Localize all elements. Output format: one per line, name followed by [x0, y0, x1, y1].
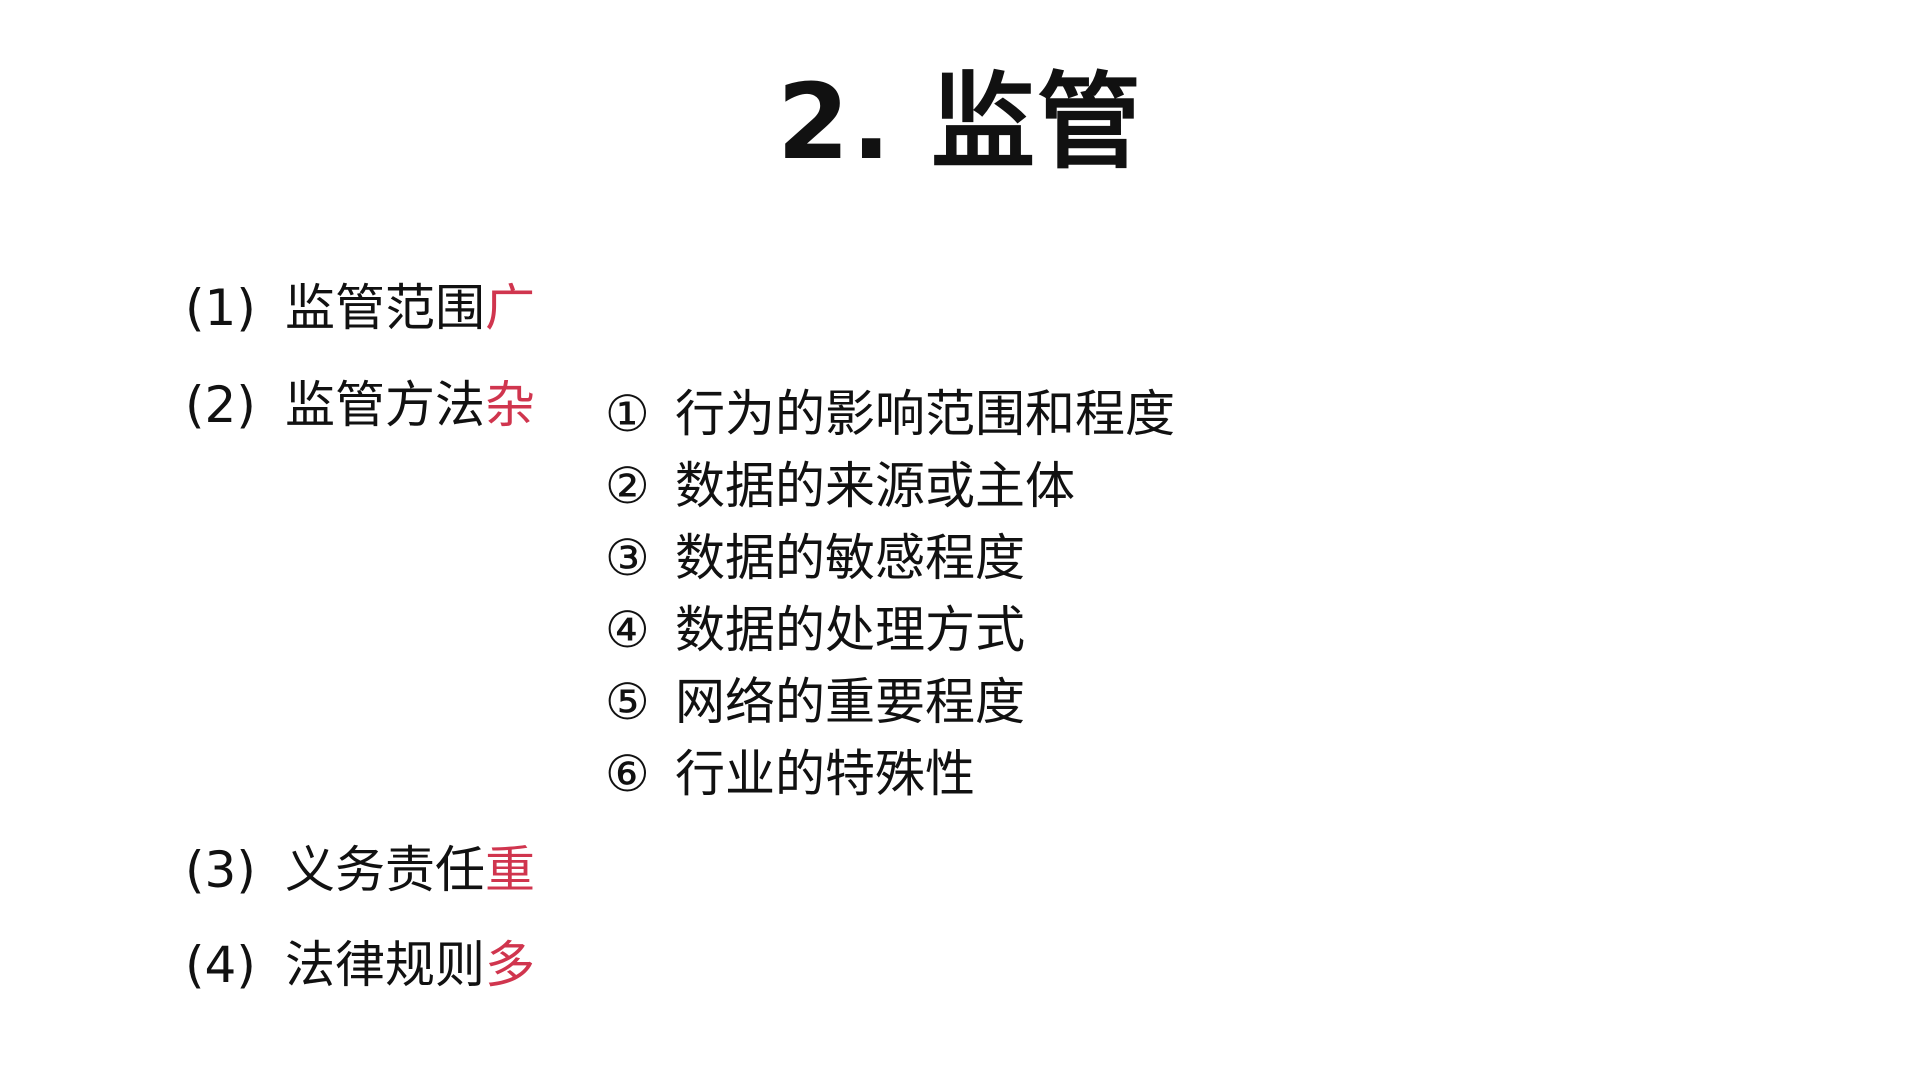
point-2-number: (2)	[185, 376, 256, 434]
slide-title: 2. 监管	[776, 61, 1144, 183]
point-1: (1)监管范围广	[185, 283, 535, 333]
point-1-text: 监管范围	[285, 279, 485, 337]
method-marker: ⑥	[605, 745, 650, 803]
method-item: ③ 数据的敏感程度	[605, 522, 1175, 594]
method-item: ⑤ 网络的重要程度	[605, 666, 1175, 738]
method-item: ① 行为的影响范围和程度	[605, 378, 1175, 450]
method-item: ② 数据的来源或主体	[605, 450, 1175, 522]
point-1-number: (1)	[185, 279, 256, 337]
method-text: 行业的特殊性	[675, 745, 975, 803]
point-3-text: 义务责任	[285, 841, 485, 899]
point-4: (4)法律规则多	[185, 940, 535, 990]
method-marker: ⑤	[605, 673, 650, 731]
point-4-emphasis: 多	[485, 936, 535, 994]
method-item: ④ 数据的处理方式	[605, 594, 1175, 666]
method-marker: ②	[605, 457, 650, 515]
method-text: 数据的敏感程度	[675, 529, 1025, 587]
point-1-emphasis: 广	[485, 279, 535, 337]
method-marker: ①	[605, 385, 650, 443]
point-3-emphasis: 重	[485, 841, 535, 899]
method-item: ⑥ 行业的特殊性	[605, 738, 1175, 810]
method-text: 数据的来源或主体	[675, 457, 1075, 515]
method-text: 数据的处理方式	[675, 601, 1025, 659]
point-2: (2)监管方法杂	[185, 380, 535, 430]
method-text: 行为的影响范围和程度	[675, 385, 1175, 443]
point-4-number: (4)	[185, 936, 256, 994]
point-3-number: (3)	[185, 841, 256, 899]
point-3: (3)义务责任重	[185, 845, 535, 895]
point-2-emphasis: 杂	[485, 376, 535, 434]
method-marker: ③	[605, 529, 650, 587]
point-4-text: 法律规则	[285, 936, 485, 994]
method-marker: ④	[605, 601, 650, 659]
point-2-text: 监管方法	[285, 376, 485, 434]
method-text: 网络的重要程度	[675, 673, 1025, 731]
